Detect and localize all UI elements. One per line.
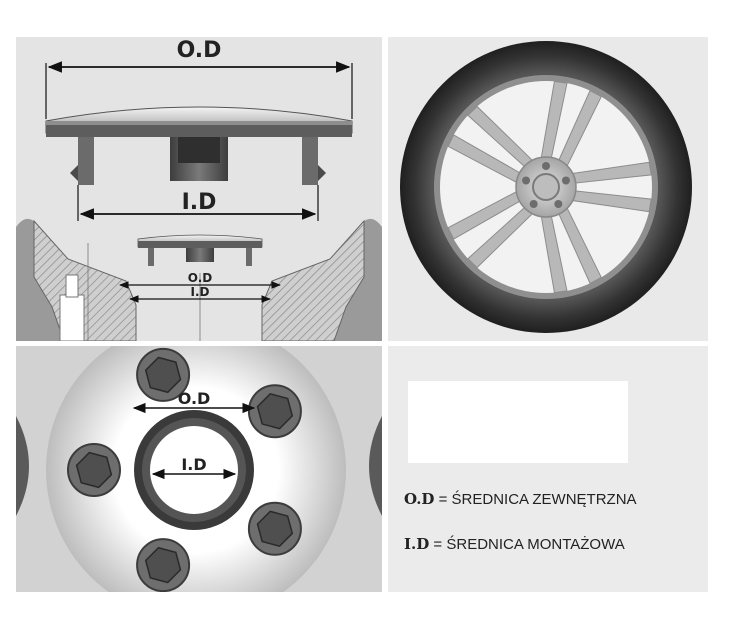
- hub-cap-large-profile: [45, 106, 353, 185]
- bolt-hole: [554, 199, 563, 208]
- legend-text: ŚREDNICA MONTAŻOWA: [446, 536, 625, 553]
- id-label: I.D: [182, 190, 217, 215]
- cap-cross-section-panel: O.D I.D O.D I.D: [16, 37, 382, 341]
- legend-key: I.D: [404, 535, 430, 553]
- id-small-label: I.D: [191, 285, 210, 299]
- id-front-label: I.D: [181, 455, 206, 474]
- hub-front-panel: O.D I.D: [16, 346, 382, 592]
- lug-nut-icon: [136, 347, 191, 402]
- hub-front-diagram: O.D I.D: [16, 346, 382, 592]
- bolt-hole: [522, 176, 531, 185]
- wheel-panel: [388, 37, 708, 341]
- legend-item-id: I.D = ŚREDNICA MONTAŻOWA: [404, 535, 625, 553]
- rim-cross-section: [16, 218, 382, 341]
- legend-separator: =: [438, 491, 448, 508]
- od-front-label: O.D: [178, 389, 211, 408]
- cap-cross-section-diagram: O.D I.D O.D I.D: [16, 38, 382, 341]
- blank-placeholder-box: [408, 381, 628, 463]
- legend-panel: O.D = ŚREDNICA ZEWNĘTRZNA I.D = ŚREDNICA…: [388, 346, 708, 592]
- od-small-label: O.D: [188, 271, 212, 285]
- legend-key: O.D: [404, 490, 435, 508]
- hub-cap-small-profile: [137, 234, 263, 266]
- lug-nut-icon: [136, 538, 191, 592]
- legend-item-od: O.D = ŚREDNICA ZEWNĘTRZNA: [404, 490, 637, 508]
- legend-text: ŚREDNICA ZEWNĘTRZNA: [451, 491, 637, 508]
- bolt-hole: [529, 199, 538, 208]
- bolt-hole: [561, 176, 570, 185]
- bolt-hole: [542, 162, 550, 170]
- od-label: O.D: [177, 38, 222, 63]
- lug-nut-icon: [67, 443, 121, 497]
- wheel-icon: [400, 41, 692, 333]
- legend-separator: =: [433, 536, 443, 553]
- lug-nut-icon: [247, 384, 302, 439]
- lug-nut-icon: [247, 501, 302, 556]
